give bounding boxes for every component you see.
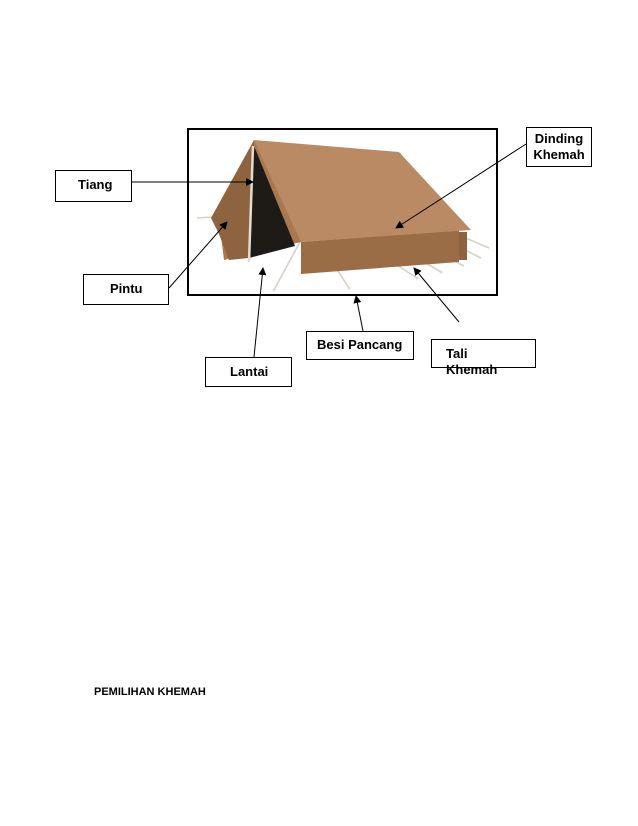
label-besi-pancang-text: Besi Pancang xyxy=(317,337,403,352)
label-tiang: Tiang xyxy=(55,170,132,202)
label-tiang-text: Tiang xyxy=(78,177,113,192)
label-pintu-text: Pintu xyxy=(110,281,143,296)
tent-pole xyxy=(247,145,255,263)
tent-image-frame xyxy=(187,128,498,296)
label-dinding-khemah-text: Dinding Khemah xyxy=(533,131,585,162)
label-lantai-text: Lantai xyxy=(230,364,269,379)
label-lantai: Lantai xyxy=(205,357,292,387)
tent-illustration xyxy=(196,140,490,292)
label-pintu: Pintu xyxy=(83,274,169,305)
tent-side-wall xyxy=(301,230,459,274)
label-besi-pancang: Besi Pancang xyxy=(306,331,414,360)
arrow-besi-pancang xyxy=(353,295,364,332)
label-tali-khemah-text: Tali Khemah xyxy=(446,346,498,377)
section-heading: PEMILIHAN KHEMAH xyxy=(94,686,206,698)
tent-door-opening xyxy=(249,146,295,258)
tent-door-flap xyxy=(211,140,254,260)
label-dinding-khemah: Dinding Khemah xyxy=(526,127,592,167)
label-tali-khemah: Tali Khemah xyxy=(431,339,536,377)
